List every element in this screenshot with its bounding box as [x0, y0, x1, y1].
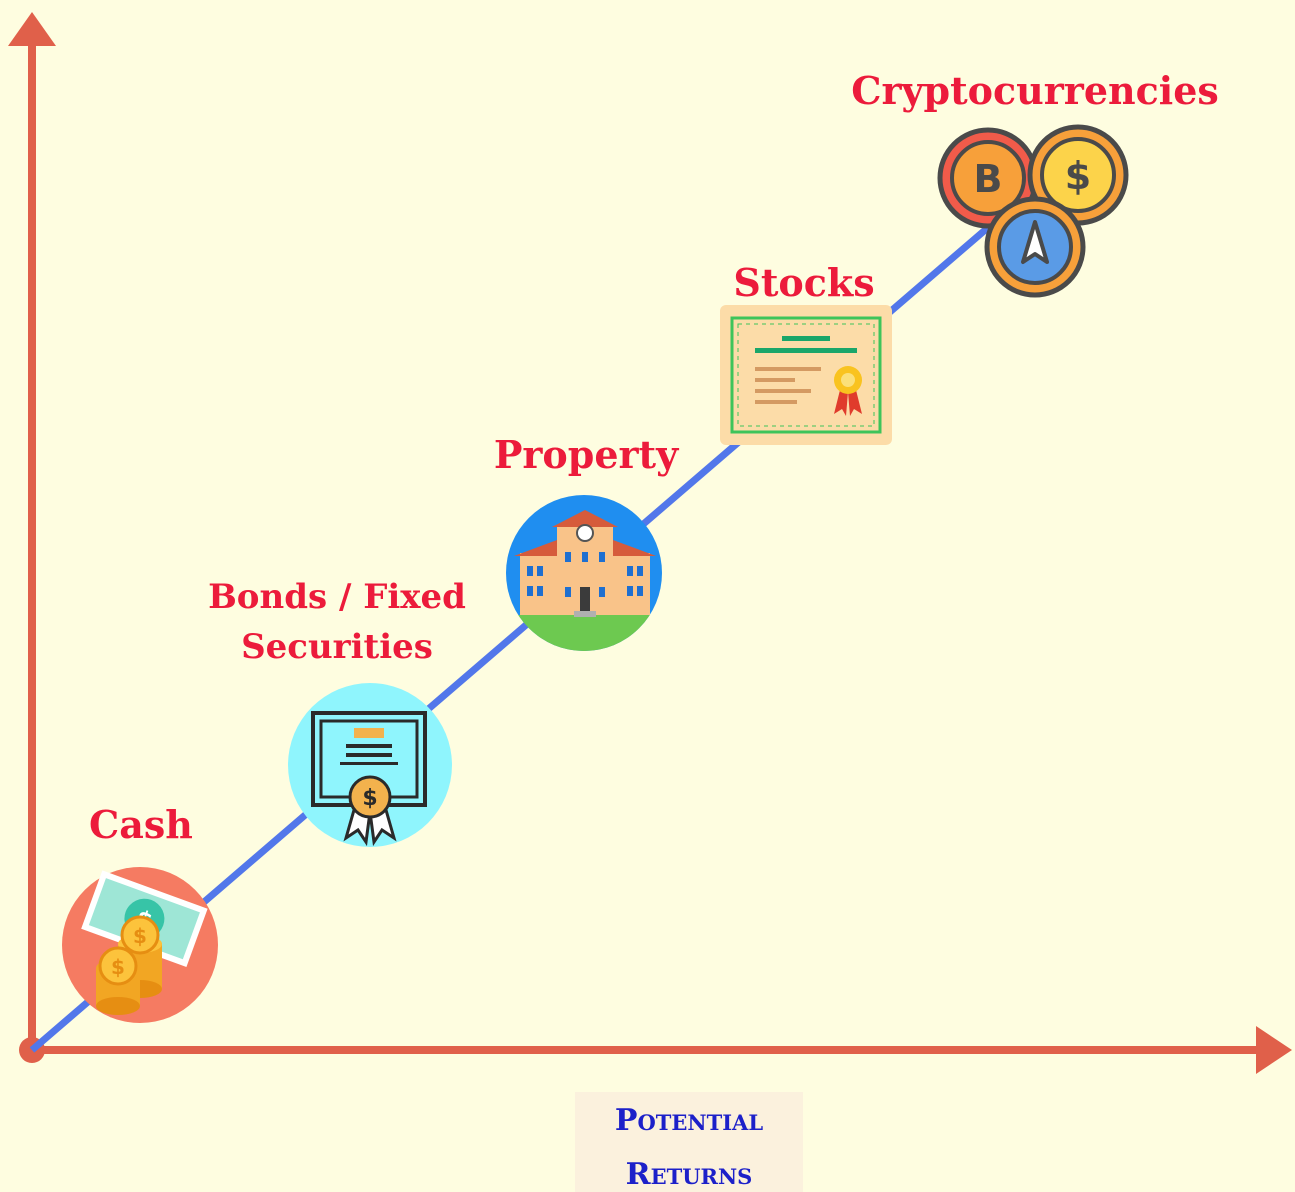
svg-text:$: $ [362, 786, 377, 811]
y-axis-arrow-icon [8, 12, 56, 46]
bond-certificate-icon: $ [288, 683, 452, 847]
x-axis-label-line2: Returns [625, 1157, 753, 1192]
building-icon [506, 495, 662, 651]
stock-certificate-icon [720, 305, 892, 445]
axes [8, 12, 1292, 1074]
asset-label-cryptocurrencies: Cryptocurrencies [851, 68, 1219, 113]
svg-text:$: $ [111, 955, 125, 979]
asset-label-stocks: Stocks [733, 260, 875, 305]
svg-text:B: B [974, 157, 1003, 201]
x-axis-label: Potential Returns [575, 1092, 803, 1192]
asset-label-bonds: Bonds / Fixed Securities [206, 572, 468, 672]
svg-text:$: $ [1065, 154, 1091, 198]
x-axis-arrow-icon [1256, 1026, 1292, 1074]
x-axis-label-line1: Potential [614, 1103, 764, 1138]
asset-label-bonds-line1: Bonds / Fixed [208, 577, 466, 617]
svg-text:$: $ [133, 924, 147, 948]
asset-label-property: Property [493, 432, 679, 477]
crypto-coins-icon: B $ [937, 124, 1129, 298]
asset-label-cash: Cash [89, 802, 193, 847]
asset-label-bonds-line2: Securities [241, 627, 433, 667]
cash-money-icon: $ $ $ [62, 867, 218, 1023]
